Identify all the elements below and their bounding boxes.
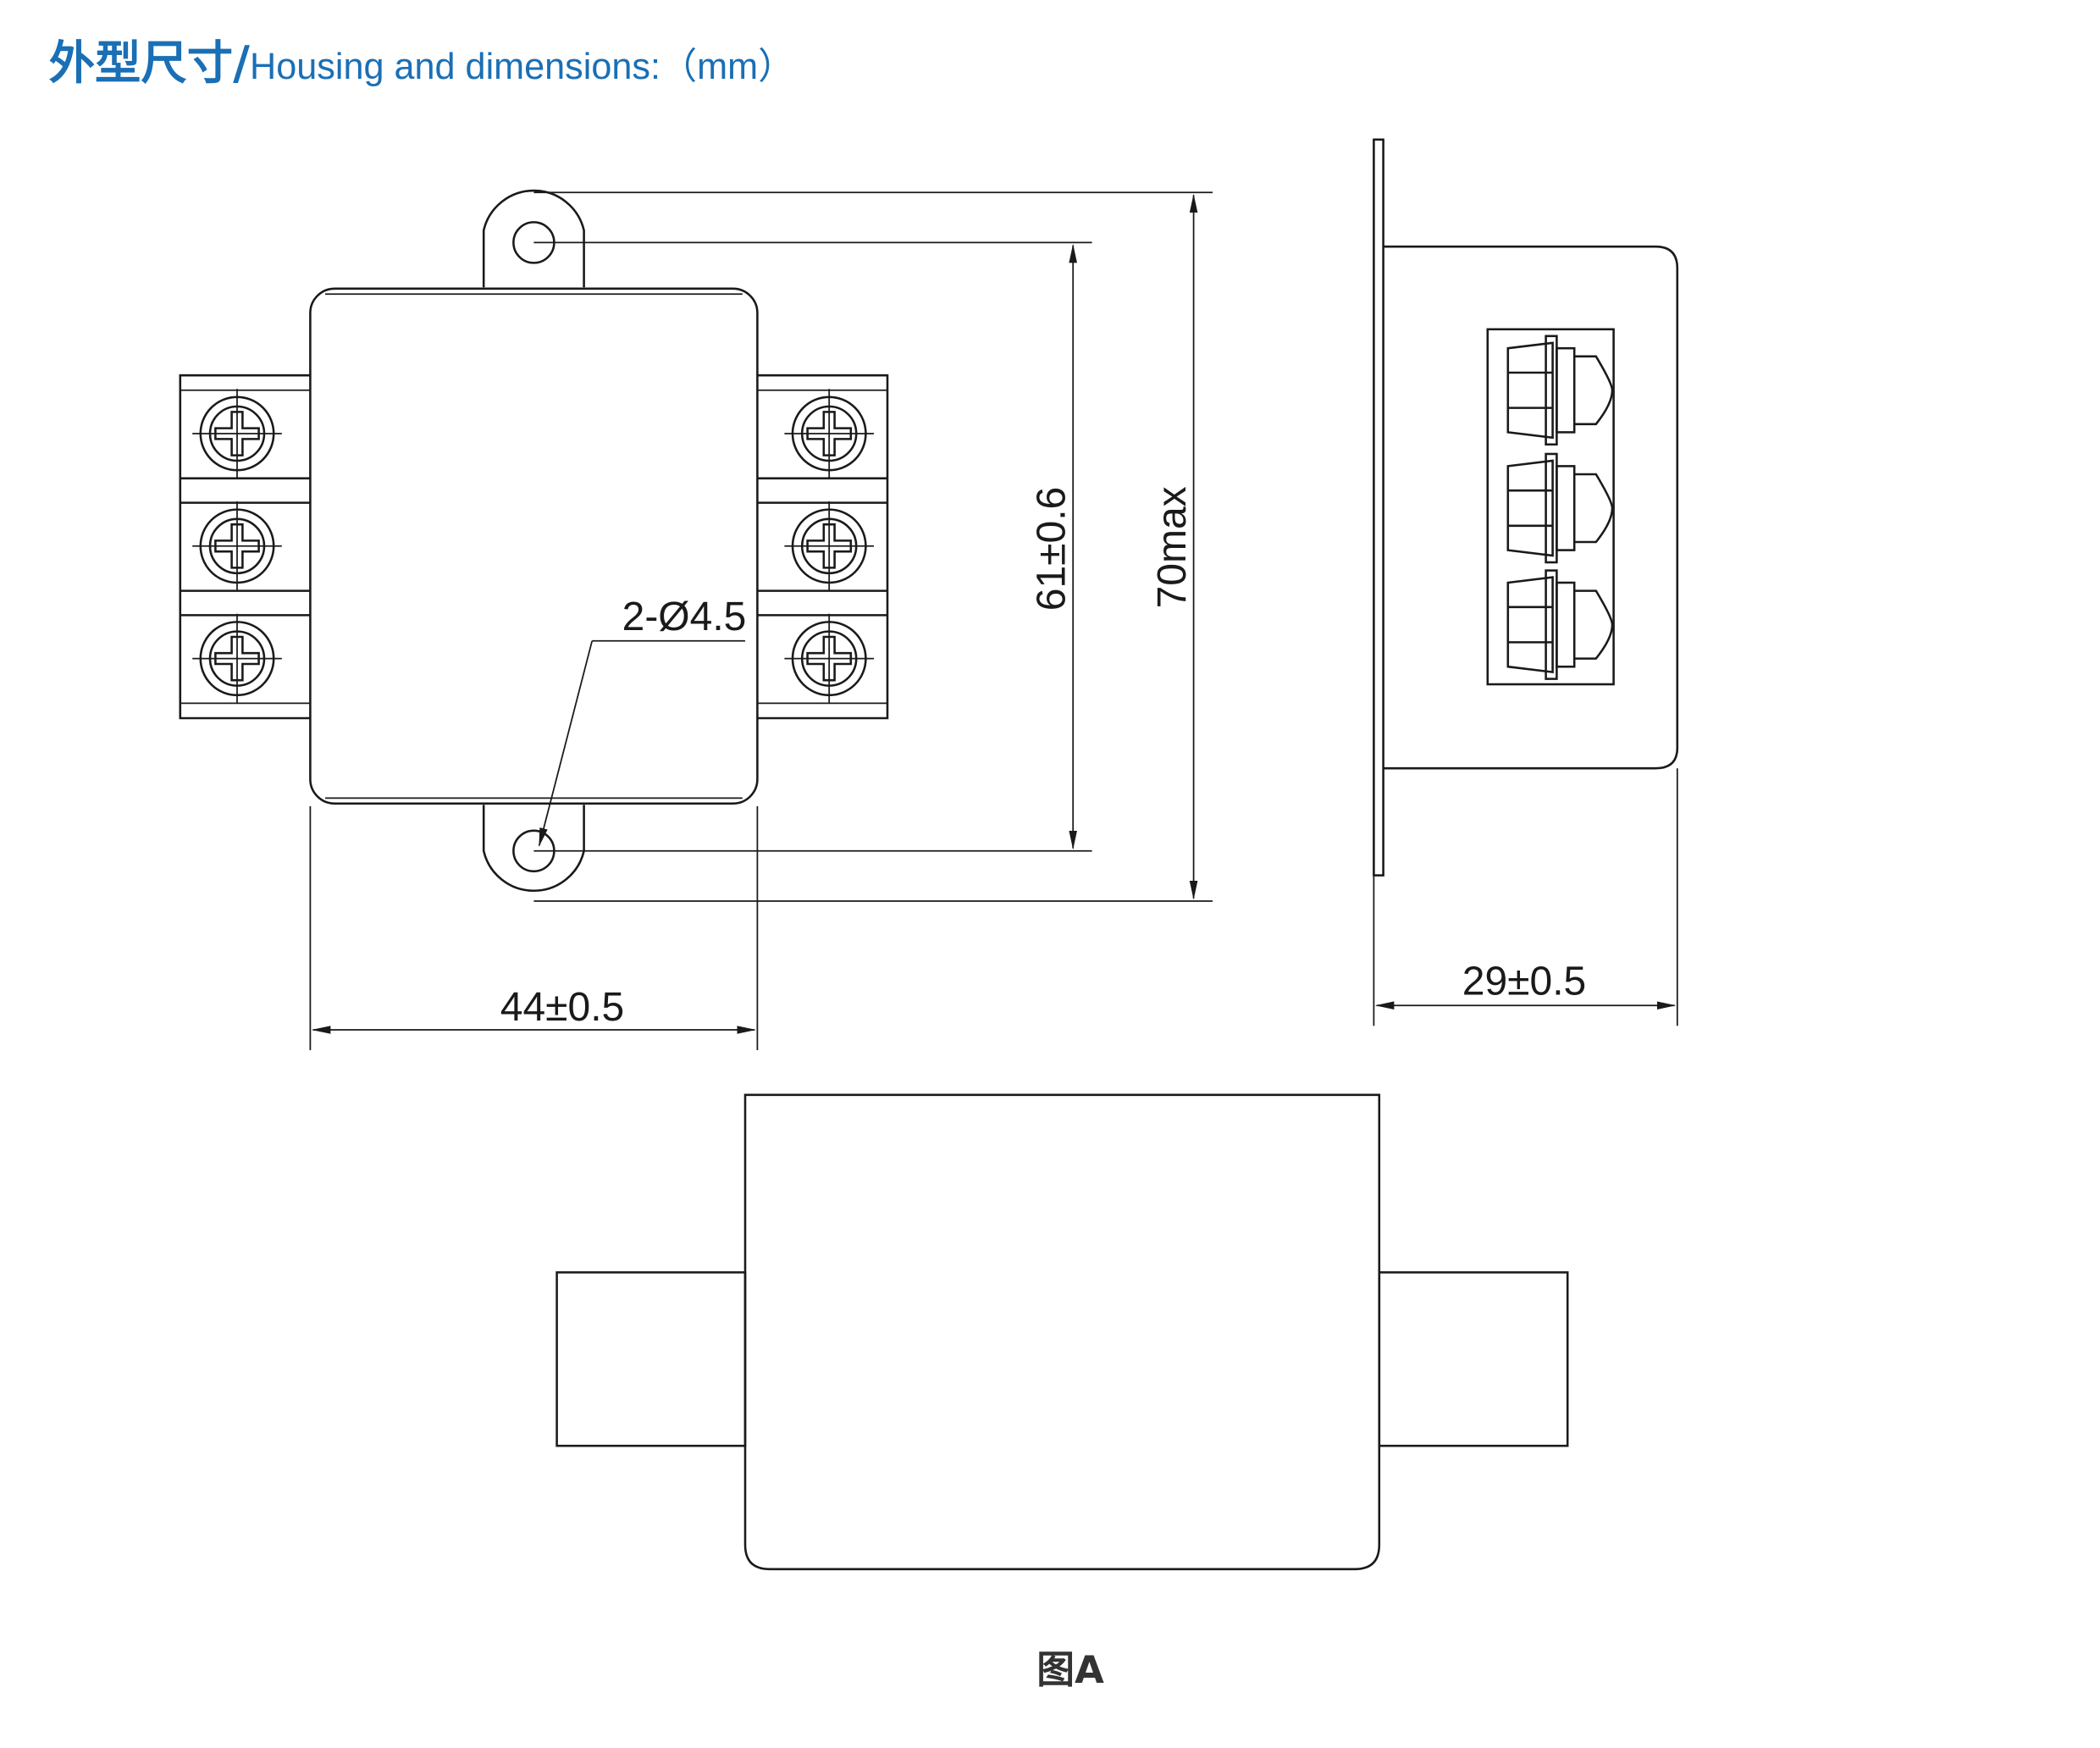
- screw-icon: [783, 387, 876, 480]
- dim-holes: 2-Ø4.5: [622, 595, 747, 639]
- top-view: 61±0.6 70max 44±0.5 2-Ø4.5: [179, 189, 1213, 1050]
- figure-caption: 图A: [1036, 1647, 1104, 1692]
- front-left-terminal: [555, 1271, 747, 1447]
- screw-icon: [783, 612, 876, 705]
- left-terminal-block: [179, 373, 311, 720]
- front-housing: [743, 1093, 1381, 1571]
- side-housing: [1383, 245, 1679, 770]
- bottom-mounting-ear: [482, 805, 585, 893]
- right-terminal-block: [757, 373, 889, 720]
- screw-icon: [191, 612, 284, 705]
- front-right-terminal: [1378, 1271, 1569, 1447]
- screw-icon: [783, 500, 876, 592]
- side-view: 29±0.5: [1373, 138, 1679, 1026]
- terminal-plug-icon: [1506, 452, 1614, 564]
- terminal-block-side: [1486, 328, 1615, 686]
- dim-61: 61±0.6: [1030, 487, 1075, 611]
- dim-44: 44±0.5: [500, 985, 624, 1030]
- housing-body: [309, 287, 759, 805]
- front-view: [555, 1093, 1569, 1571]
- mounting-plate: [1373, 138, 1384, 877]
- screw-icon: [191, 500, 284, 592]
- top-mounting-ear: [482, 189, 585, 288]
- terminal-plug-icon: [1506, 569, 1614, 680]
- title-cn: 外型尺寸/Housing and dimensions:（mm）: [49, 36, 795, 90]
- screw-icon: [191, 387, 284, 480]
- dim-29: 29±0.5: [1462, 959, 1586, 1004]
- dim-70max: 70max: [1150, 486, 1195, 608]
- terminal-plug-icon: [1506, 335, 1614, 446]
